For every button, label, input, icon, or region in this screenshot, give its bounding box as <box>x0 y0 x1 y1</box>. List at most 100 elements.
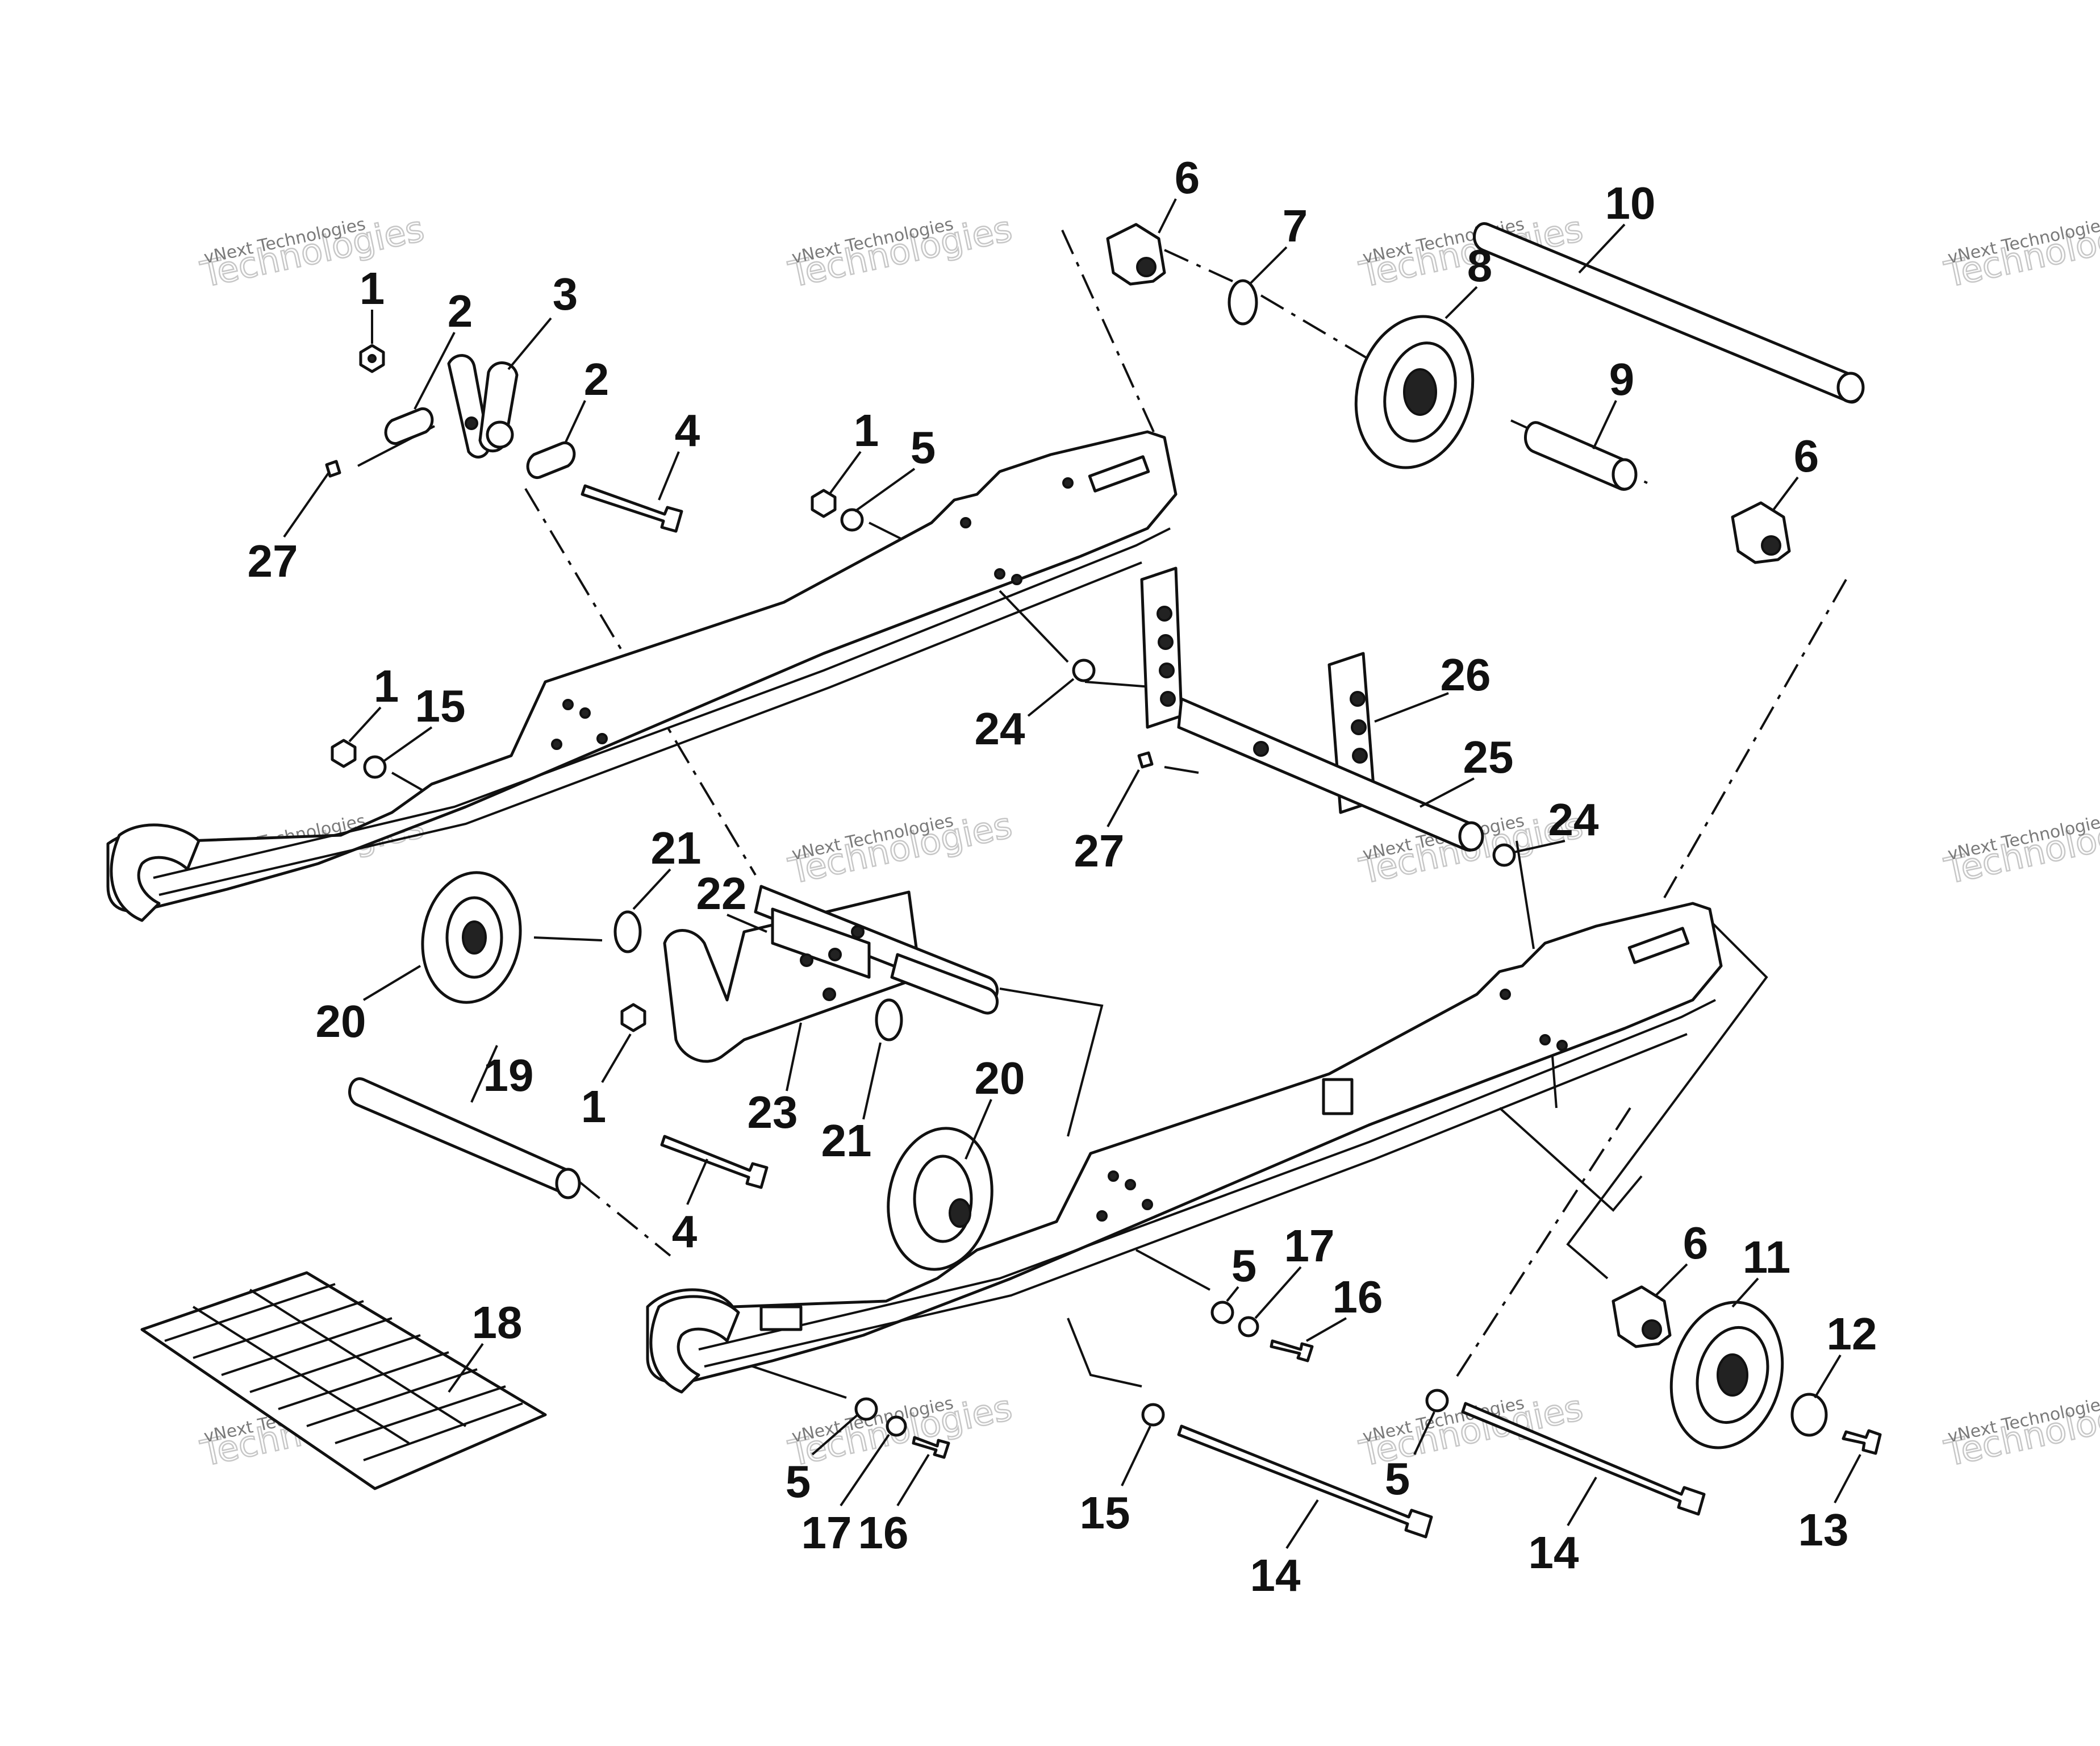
track-lug <box>306 1368 478 1427</box>
cross-shaft <box>1177 697 1481 852</box>
rail-slide <box>153 527 1171 879</box>
part-label: 4 <box>672 1206 698 1257</box>
part-label: 20 <box>975 1053 1025 1103</box>
part-label: 3 <box>553 269 578 319</box>
part-label: 17 <box>1284 1220 1335 1271</box>
leader-line <box>1374 692 1449 723</box>
leader-line <box>811 1414 859 1456</box>
part-label: 4 <box>675 405 700 456</box>
pivot-hole <box>851 925 865 939</box>
bolt <box>660 1135 769 1189</box>
part-label: 12 <box>1827 1309 1877 1359</box>
rail-hole <box>1011 574 1022 585</box>
leader-line <box>362 965 421 1001</box>
cross-shaft-assembly <box>1072 566 1516 867</box>
watermark: Technologies vNext Technologies <box>784 803 1016 893</box>
leader-line <box>1306 1317 1347 1342</box>
part-label: 20 <box>316 996 366 1047</box>
slide-rail-right <box>646 902 1723 1394</box>
pivot-hole <box>828 948 842 961</box>
leader-line <box>744 1362 847 1399</box>
leader-line <box>854 468 916 512</box>
leader-line <box>1515 840 1535 949</box>
track-lug <box>192 1306 410 1444</box>
bolt <box>912 1436 950 1459</box>
leader-line <box>1121 1426 1151 1486</box>
leader-line <box>786 1022 802 1091</box>
watermark: Technologies vNext Technologies <box>784 207 1016 296</box>
axle-shaft-end <box>1836 372 1865 403</box>
axle-shaft <box>1473 222 1863 404</box>
bracket-hole <box>1159 662 1175 678</box>
pivot-shaft <box>771 907 871 979</box>
bracket-hole <box>1351 719 1367 735</box>
link-bolt <box>465 416 478 430</box>
leader-line <box>1027 678 1075 717</box>
part-label: 1 <box>360 263 385 314</box>
part-label: 5 <box>1231 1240 1257 1291</box>
rail-hole <box>1096 1210 1108 1222</box>
spacer-ring <box>613 910 642 953</box>
part-label: 8 <box>1467 240 1493 291</box>
rail-slot <box>1088 455 1150 493</box>
leader-line <box>564 400 586 444</box>
leader-line <box>1135 1249 1210 1291</box>
track-lug <box>249 1289 467 1427</box>
long-bolt <box>1177 1424 1433 1539</box>
rail-clip <box>759 1305 803 1331</box>
part-label: 13 <box>1798 1505 1849 1555</box>
wheel-cap <box>1106 223 1166 286</box>
leader-line <box>601 1033 632 1084</box>
leader-line <box>414 332 456 410</box>
bracket-hole <box>1160 691 1176 707</box>
leader-line <box>1655 1263 1688 1297</box>
part-label: 25 <box>1463 732 1514 782</box>
watermark: Technologies vNext Technologies <box>1940 1386 2100 1475</box>
leader-line <box>382 726 433 762</box>
leader-line <box>1578 223 1626 274</box>
watermark: Technologies vNext Technologies <box>1940 803 2100 893</box>
leader-line <box>727 914 767 933</box>
part-label: 1 <box>581 1081 607 1132</box>
leader-line <box>1226 1286 1239 1302</box>
rail-hole <box>1142 1199 1153 1210</box>
part-label: 23 <box>748 1087 798 1137</box>
part-label: 27 <box>248 536 298 586</box>
track-lug <box>221 1317 393 1376</box>
leader-line <box>862 1042 882 1120</box>
bolt <box>1842 1429 1882 1455</box>
bracket-hole <box>1157 606 1172 622</box>
wheel-cap-bore <box>1136 257 1157 277</box>
idler-wheel-hub <box>949 1198 971 1228</box>
leader-line <box>1420 777 1475 808</box>
leader-line <box>1834 1454 1861 1503</box>
rail-hole <box>1062 477 1074 489</box>
leader-line <box>1498 1107 1643 1212</box>
grease-fitting <box>1253 741 1269 757</box>
washer <box>1141 1403 1165 1427</box>
track-lug <box>164 1283 336 1342</box>
idler-wheel-hub <box>1403 368 1437 416</box>
leader-line <box>632 868 671 910</box>
leader-line <box>1567 1476 1597 1527</box>
rail-hole <box>551 739 562 750</box>
bracket-hole <box>1350 691 1366 707</box>
leader-line <box>1413 1411 1435 1455</box>
part-label: 6 <box>1175 152 1200 203</box>
rail-hole <box>1539 1034 1551 1045</box>
part-label: 5 <box>911 422 936 473</box>
rail-hole <box>596 733 608 744</box>
washer <box>1790 1393 1828 1437</box>
rail-slot <box>1627 927 1690 964</box>
track-lug <box>335 1385 506 1444</box>
idler-assembly-front <box>1177 1285 1882 1539</box>
leader-line <box>1731 1277 1759 1308</box>
leader-line <box>1592 400 1617 449</box>
bolt <box>581 484 683 533</box>
leader-line <box>533 936 603 941</box>
part-label: 15 <box>415 681 466 731</box>
track-lug <box>363 1402 523 1461</box>
part-label: 27 <box>1074 826 1125 876</box>
tube-shaft-end <box>555 1168 581 1199</box>
pivot-hole <box>823 987 836 1001</box>
